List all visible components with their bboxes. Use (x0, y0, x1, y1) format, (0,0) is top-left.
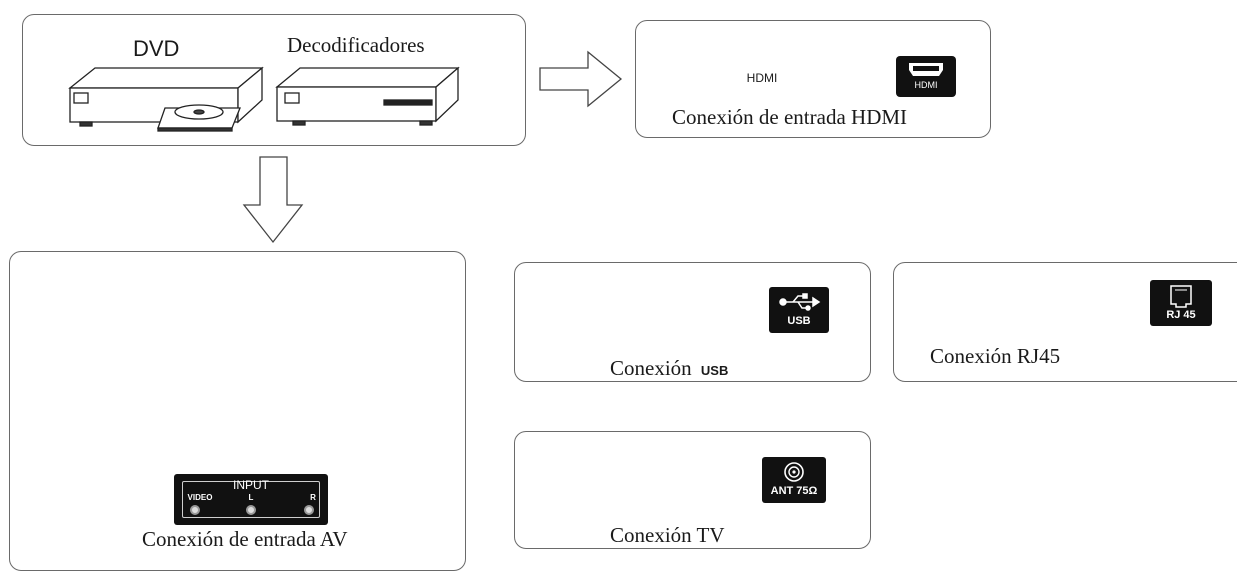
hdmi-caption: Conexión de entrada HDMI (672, 105, 908, 129)
av-input-panel: INPUT VIDEO L R (174, 474, 328, 525)
antenna-port-label: ANT 75Ω (770, 485, 818, 497)
usb-port-icon: USB (769, 287, 829, 333)
av-video-jack (190, 505, 200, 515)
av-input-title: INPUT (233, 478, 269, 492)
tv-caption: Conexión TV (610, 523, 725, 547)
usb-caption-suffix: USB (700, 363, 729, 378)
usb-port-label: USB (787, 315, 811, 327)
set-top-box-label: Decodificadores (287, 33, 425, 57)
rj45-caption: Conexión RJ45 (930, 344, 1061, 368)
antenna-port-icon: ANT 75Ω (762, 457, 826, 503)
hdmi-cable-label: HDMI (746, 71, 778, 85)
av-video-label: VIDEO (187, 493, 213, 502)
usb-caption-text: Conexión (610, 356, 692, 380)
set-top-box-icon (275, 66, 460, 126)
hdmi-port-icon: HDMI (896, 56, 956, 97)
av-caption: Conexión de entrada AV (142, 527, 348, 551)
dvd-label: DVD (133, 36, 180, 61)
av-r-jack (304, 505, 314, 515)
av-l-jack (246, 505, 256, 515)
dvd-player-icon (68, 66, 264, 132)
rj45-port-icon: RJ 45 (1150, 280, 1212, 326)
arrow-down-icon (242, 156, 304, 244)
usb-caption: Conexión USB (610, 356, 728, 381)
av-r-label: R (310, 493, 316, 502)
rj45-port-label: RJ 45 (1166, 309, 1196, 321)
arrow-right-icon (539, 50, 623, 108)
av-l-label: L (248, 493, 254, 502)
hdmi-port-label: HDMI (914, 80, 938, 90)
